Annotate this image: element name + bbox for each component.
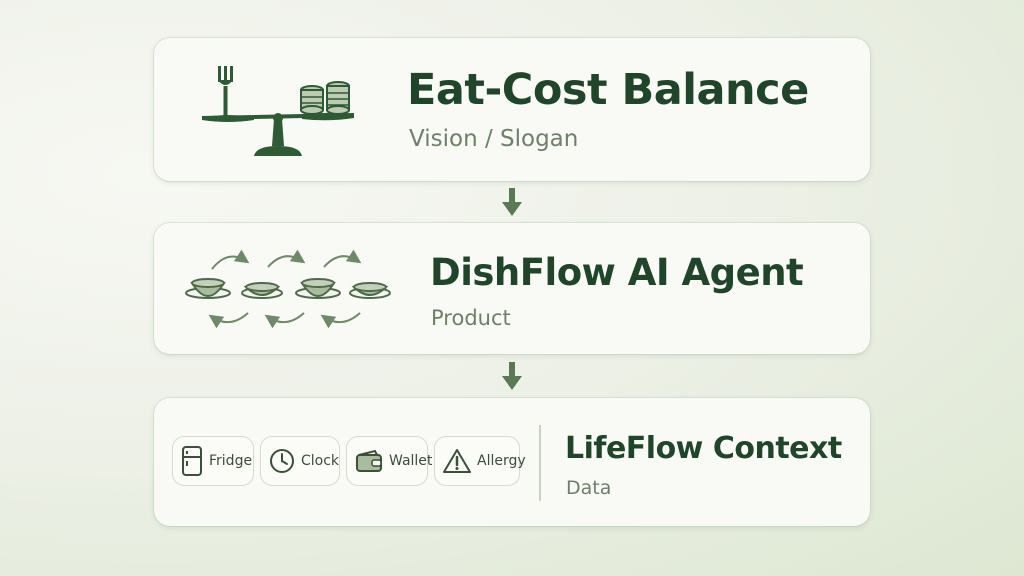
product-title: DishFlow AI Agent [430,251,804,294]
data-title: LifeFlow Context [565,431,842,466]
chip-label: Fridge [209,453,253,469]
data-card: Fridge Clock Wallet Allergy LifeFlow Con… [154,398,870,526]
fridge-icon [182,446,202,476]
arrow-down-icon [502,362,522,390]
balance-scale-icon [201,66,355,156]
chip-label: Wallet [389,453,433,469]
wallet-icon [356,449,382,472]
vision-subtitle: Vision / Slogan [409,126,579,152]
product-subtitle: Product [431,306,511,330]
data-subtitle: Data [566,477,612,499]
context-chip-allergy: Allergy [434,436,526,486]
clock-icon [270,449,294,473]
arrow-down-icon [502,188,522,216]
vision-title: Eat-Cost Balance [407,65,809,115]
warning-icon [443,449,471,473]
chip-label: Allergy [477,453,526,469]
chip-label: Clock [301,453,340,469]
divider [539,425,541,501]
product-card: DishFlow AI Agent Product [154,223,870,354]
vision-card: Eat-Cost Balance Vision / Slogan [154,38,870,181]
context-chip-wallet: Wallet [346,436,432,486]
context-chip-clock: Clock [260,436,340,486]
context-chip-fridge: Fridge [172,436,254,486]
dish-cycle-icon [185,249,391,329]
